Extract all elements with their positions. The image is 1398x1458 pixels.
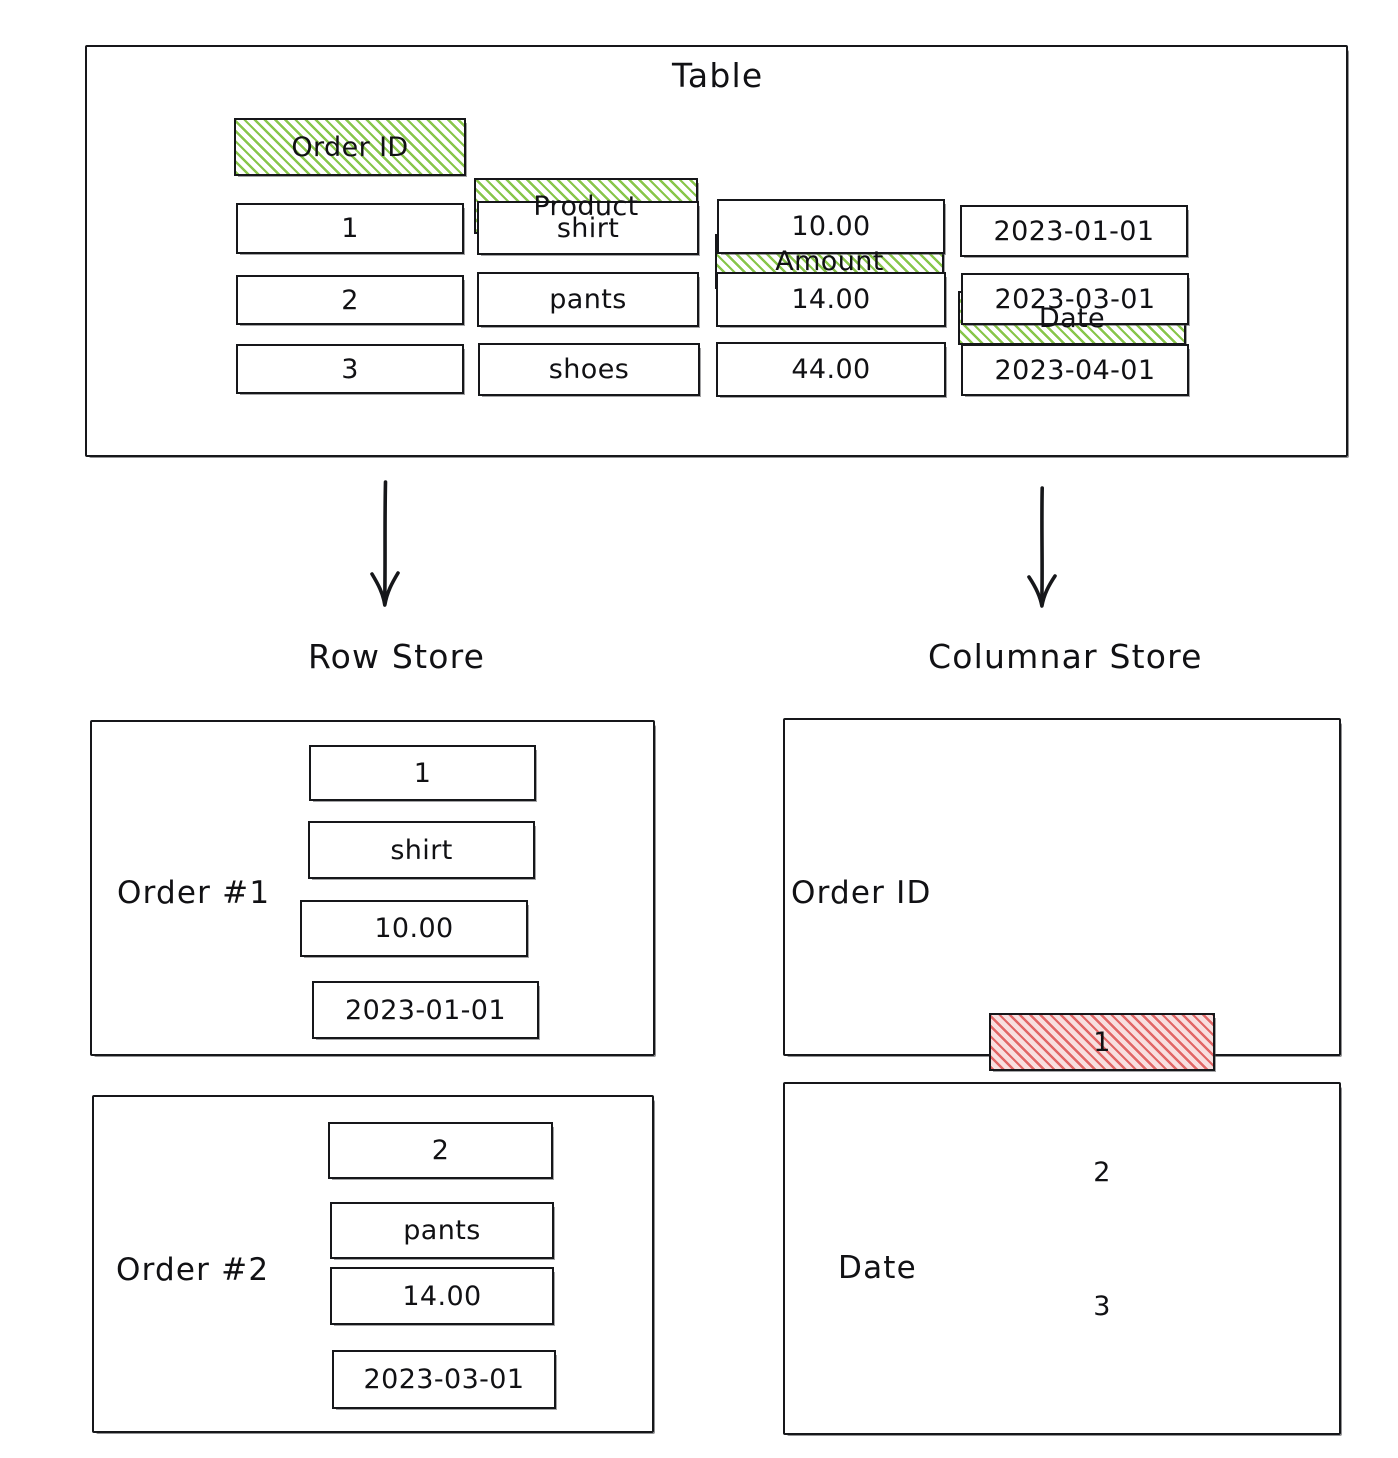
row-store-field: 2: [328, 1122, 554, 1180]
row-store-order-2-label: Order #2: [116, 1252, 270, 1288]
row-store-field: 2023-01-01: [312, 981, 540, 1040]
down-arrow-icon-row-store: [370, 480, 400, 607]
table-cell: 2023-01-01: [960, 205, 1189, 258]
row-store-order-1-label: Order #1: [117, 875, 271, 911]
row-store-field: 14.00: [330, 1267, 555, 1326]
table-cell: 10.00: [717, 199, 946, 255]
row-store-field: 10.00: [300, 900, 529, 958]
table-cell: 14.00: [716, 272, 947, 328]
table-cell: 44.00: [716, 342, 947, 398]
columnar-store-order-id-label: Order ID: [791, 875, 932, 911]
columnar-store-label: Columnar Store: [928, 637, 1203, 676]
table-cell: 2023-03-01: [961, 273, 1190, 326]
row-store-field: 2023-03-01: [332, 1350, 557, 1410]
page-title: Table: [672, 56, 764, 95]
down-arrow-icon-columnar-store: [1027, 486, 1057, 608]
row-store-field: 1: [309, 745, 537, 802]
columnar-store-date-container: [783, 1082, 1342, 1436]
table-header-cell: Order ID: [234, 118, 467, 177]
row-store-label: Row Store: [308, 637, 486, 676]
table-cell: shoes: [478, 343, 701, 397]
table-cell: 3: [236, 344, 465, 395]
table-cell: 1: [236, 203, 465, 255]
table-cell: 2023-04-01: [961, 344, 1190, 397]
row-store-field: pants: [330, 1202, 555, 1260]
columnar-store-date-label: Date: [838, 1250, 917, 1286]
row-store-field: shirt: [308, 821, 536, 880]
columnar-store-cell: 1: [989, 1013, 1216, 1072]
table-cell: 2: [236, 275, 465, 326]
columnar-store-order-id-container: [783, 718, 1342, 1057]
table-cell: pants: [477, 272, 700, 328]
